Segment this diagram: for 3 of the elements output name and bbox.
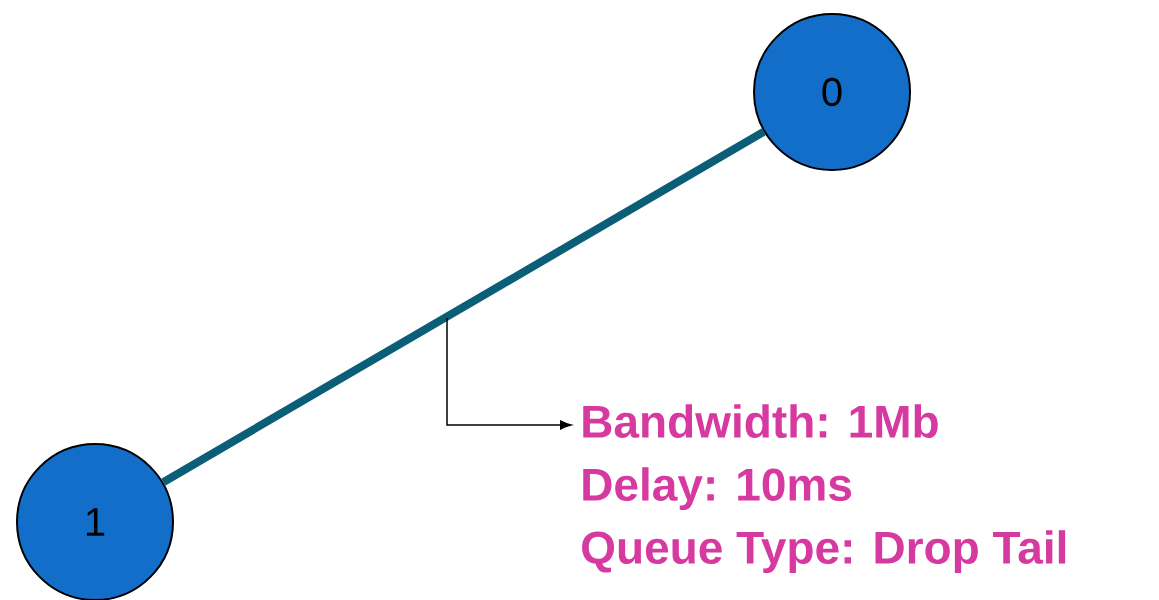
link-line	[161, 128, 766, 486]
link-properties-text: Bandwidth: 1Mb Delay: 10ms Queue Type: Drop Tail	[582, 404, 1066, 574]
leader-line	[446, 317, 572, 430]
